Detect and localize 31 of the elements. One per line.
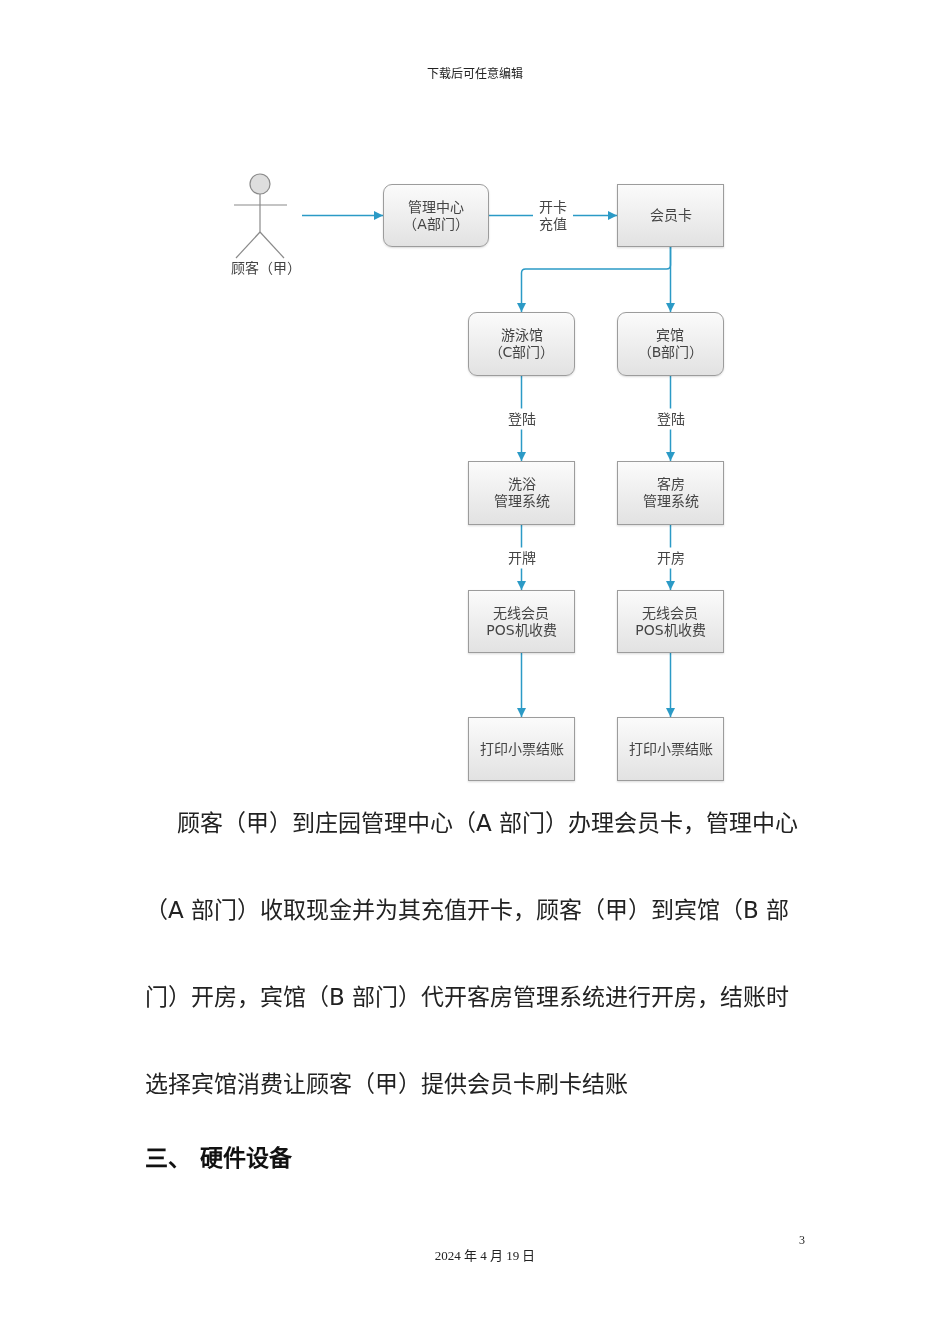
process-box xyxy=(468,717,575,781)
box-label: 打印小票结账 xyxy=(479,740,564,758)
header-note: 下载后可任意编辑 xyxy=(427,66,523,82)
box-label: 游泳馆（C部门） xyxy=(488,327,555,361)
process-box xyxy=(617,461,724,525)
box-label: 打印小票结账 xyxy=(628,740,713,758)
arrow xyxy=(517,652,526,718)
section-number: 三、 xyxy=(145,1144,191,1172)
process-box xyxy=(617,590,724,653)
box-label: 客房管理系统 xyxy=(642,476,699,510)
body-paragraph: 顾客（甲）到庄园管理中心（A 部门）办理会员卡，管理中心（A 部门）收取现金并为其充值开卡，顾客（甲）到宾馆（B 部门）开房，宾馆（B 部门）代开客房管理系统进行开房，结账时选择宾馆消费让顾客（甲）提供会员卡刷卡结账 xyxy=(145,809,800,1099)
arrow xyxy=(666,246,675,313)
rounded-process-box xyxy=(617,312,724,376)
box-label: 会员卡 xyxy=(649,207,692,224)
box-label: 无线会员POS机收费 xyxy=(486,604,557,639)
process-box xyxy=(468,461,575,525)
arrow xyxy=(666,652,675,718)
rounded-process-box xyxy=(383,184,489,247)
footer-date: 2024 年 4 月 19 日 xyxy=(434,1247,536,1264)
page-number: 3 xyxy=(799,1232,805,1248)
process-box xyxy=(617,184,724,247)
section-heading: 硬件设备 xyxy=(200,1144,292,1172)
box-label: 无线会员POS机收费 xyxy=(635,604,706,639)
arrow xyxy=(301,211,384,220)
process-box xyxy=(617,717,724,781)
actor-label: 顾客（甲） xyxy=(230,260,302,277)
box-label: 洗浴管理系统 xyxy=(493,476,550,510)
box-label: 宾馆（B部门） xyxy=(637,327,704,361)
process-box xyxy=(468,590,575,653)
box-label: 管理中心（A部门） xyxy=(403,198,469,233)
rounded-process-box xyxy=(468,312,575,376)
